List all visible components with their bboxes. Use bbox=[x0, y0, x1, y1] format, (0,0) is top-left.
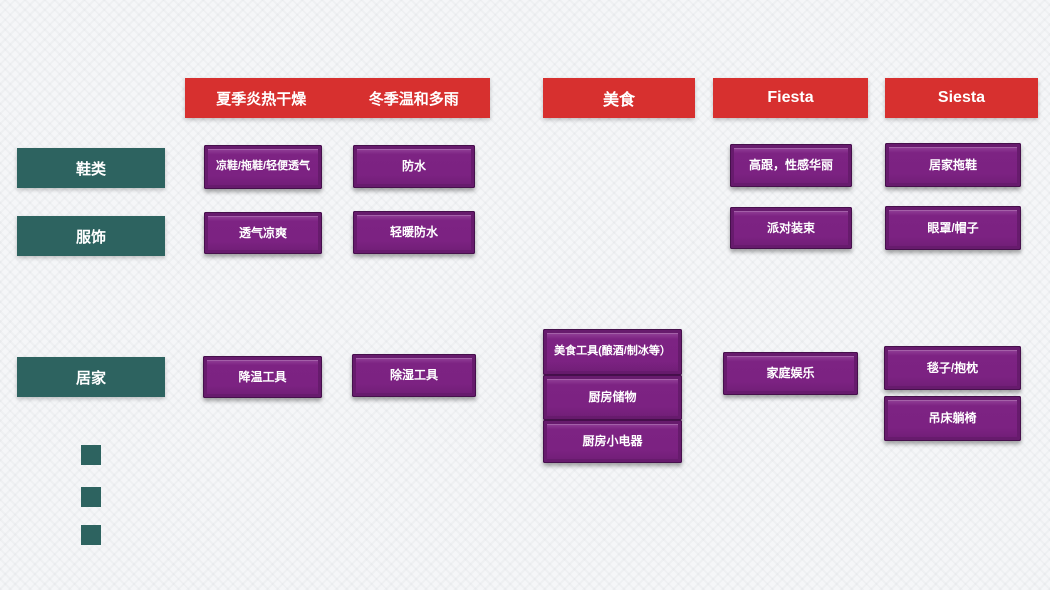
cell-home-summer: 降温工具 bbox=[203, 356, 322, 398]
cell-home-fiesta: 家庭娱乐 bbox=[723, 352, 858, 395]
legend-square-3 bbox=[81, 525, 101, 545]
header-climate: 夏季炎热干燥 冬季温和多雨 bbox=[185, 78, 490, 118]
cell-home-siesta-hammock: 吊床躺椅 bbox=[884, 396, 1021, 441]
header-climate-winter: 冬季温和多雨 bbox=[368, 90, 459, 108]
cell-home-winter: 除湿工具 bbox=[352, 354, 476, 397]
cell-shoes-siesta: 居家拖鞋 bbox=[885, 143, 1021, 187]
cell-home-food-storage: 厨房储物 bbox=[543, 375, 682, 420]
cell-home-food-appliances: 厨房小电器 bbox=[543, 420, 682, 463]
row-label-shoes: 鞋类 bbox=[17, 148, 165, 188]
legend-square-2 bbox=[81, 487, 101, 507]
cell-home-food-tools: 美食工具(酿酒/制冰等） bbox=[543, 329, 682, 375]
cell-shoes-fiesta: 高跟，性感华丽 bbox=[730, 144, 852, 187]
row-label-home: 居家 bbox=[17, 357, 165, 397]
cell-shoes-summer: 凉鞋/拖鞋/轻便透气 bbox=[204, 145, 322, 189]
header-food: 美食 bbox=[543, 78, 695, 118]
cell-shoes-winter: 防水 bbox=[353, 145, 475, 188]
cell-clothing-summer: 透气凉爽 bbox=[204, 212, 322, 254]
cell-clothing-fiesta: 派对装束 bbox=[730, 207, 852, 249]
header-climate-summer: 夏季炎热干燥 bbox=[216, 90, 307, 108]
header-fiesta: Fiesta bbox=[713, 78, 868, 118]
row-label-clothing: 服饰 bbox=[17, 216, 165, 256]
legend-square-1 bbox=[81, 445, 101, 465]
cell-home-siesta-blanket: 毯子/抱枕 bbox=[884, 346, 1021, 390]
cell-clothing-winter: 轻暖防水 bbox=[353, 211, 475, 254]
cell-clothing-siesta: 眼罩/帽子 bbox=[885, 206, 1021, 250]
header-siesta: Siesta bbox=[885, 78, 1038, 118]
